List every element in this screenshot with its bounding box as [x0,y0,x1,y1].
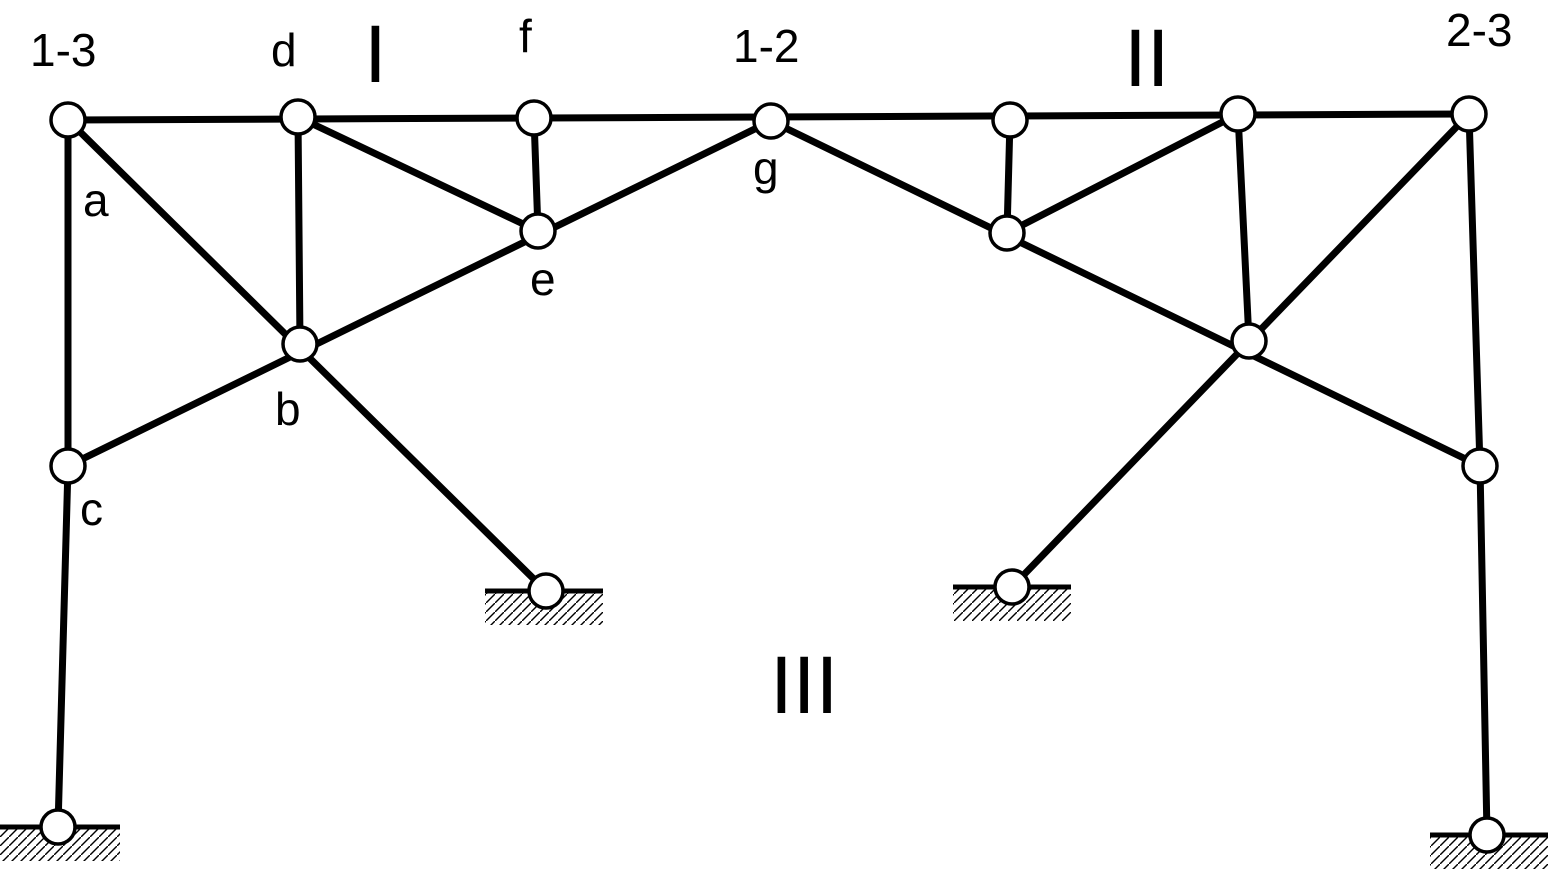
label-body-II: II [1124,13,1170,104]
label-e: e [530,253,556,305]
member-g-right-lower-diagonal [767,117,1484,470]
label-1-2: 1-2 [733,20,799,72]
label-body-I: I [364,9,387,100]
label-d: d [271,24,297,76]
joint-2-3 [1450,95,1488,133]
labels: 1-3 d I f 1-2 II 2-3 a g e b c III [30,4,1512,731]
joint-ground-mid-right [993,568,1031,606]
joint-right-e [988,214,1026,252]
joint-1-2 [752,102,790,140]
member-right-vertical [1234,110,1253,345]
member-right-column-upper [1465,110,1484,470]
joint-b [281,325,319,363]
member-d-vertical [294,113,304,348]
joint-top-right-inner [991,101,1029,139]
joint-top-right-mid [1219,95,1257,133]
joint-e [519,212,557,250]
joint-ground-mid-left [527,572,565,610]
label-g: g [753,142,779,194]
joint-right-c [1461,447,1499,485]
member-left-column-lower [54,462,72,831]
joint-right-b [1230,322,1268,360]
joints [39,95,1506,854]
joint-f [515,99,553,137]
member-f-vertical [530,114,542,235]
label-a: a [83,174,109,226]
joint-1-3 [49,101,87,139]
label-2-3: 2-3 [1446,4,1512,56]
label-body-III: III [770,640,838,731]
joint-ground-left [39,808,77,846]
joint-ground-right [1468,816,1506,854]
member-c-b-e-g [64,117,775,470]
member-d-e [294,113,542,235]
label-1-3: 1-3 [30,24,96,76]
member-right-column-lower [1476,462,1491,839]
joint-c [49,447,87,485]
member-right-short-vertical [1003,116,1014,237]
member-right-upper-diagonal [1003,110,1242,237]
label-b: b [275,383,301,435]
joint-d [279,98,317,136]
label-f: f [519,10,532,62]
label-c: c [80,483,103,535]
